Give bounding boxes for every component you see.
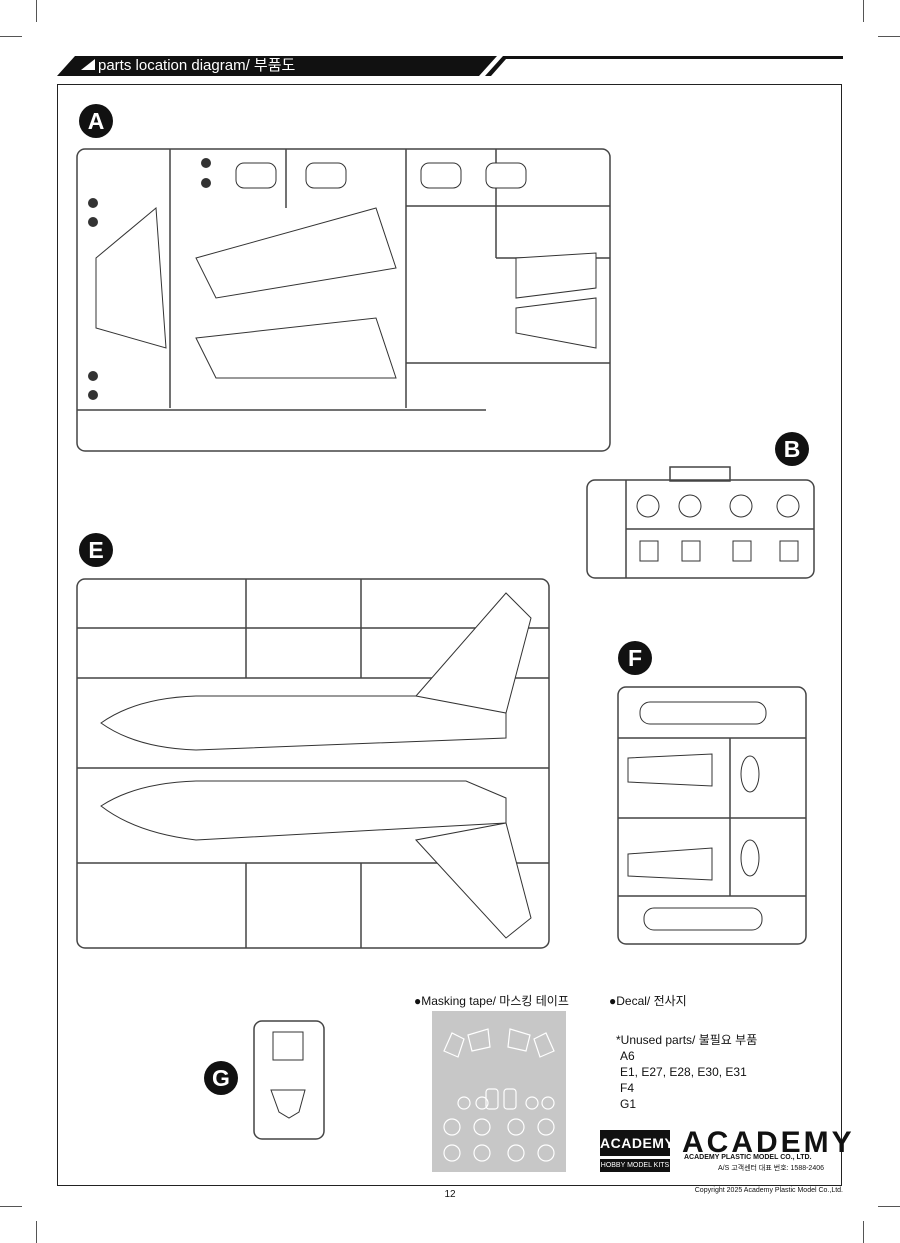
sprue-g-badge: G bbox=[204, 1061, 238, 1095]
unused-part-item: F4 bbox=[620, 1081, 635, 1095]
crop-mark bbox=[36, 1221, 37, 1243]
unused-parts-title: *Unused parts/ 불필요 부품 bbox=[616, 1033, 758, 1047]
unused-part-item: E1, E27, E28, E30, E31 bbox=[620, 1065, 747, 1079]
sprue-b-diagram bbox=[586, 466, 815, 579]
page-number: 12 bbox=[444, 1189, 456, 1200]
diagram-frame bbox=[57, 84, 842, 1186]
crop-mark bbox=[878, 36, 900, 37]
sprue-f-badge: F bbox=[618, 641, 652, 675]
sprue-e-badge: E bbox=[79, 533, 113, 567]
crop-mark bbox=[0, 36, 22, 37]
sprue-b-badge: B bbox=[775, 432, 809, 466]
decal-label: ●Decal/ 전사지 bbox=[609, 994, 687, 1008]
unused-part-item: A6 bbox=[620, 1049, 635, 1063]
copyright-notice: Copyright 2025 Academy Plastic Model Co.… bbox=[694, 1187, 843, 1194]
unused-parts-list: *Unused parts/ 불필요 부품 A6 E1, E27, E28, E… bbox=[616, 1032, 757, 1112]
header-bar bbox=[57, 56, 843, 76]
masking-tape-shapes bbox=[443, 1028, 555, 1162]
sprue-e-diagram bbox=[76, 578, 550, 949]
page-title: parts location diagram/ 부품도 bbox=[98, 57, 296, 74]
crop-mark bbox=[878, 1206, 900, 1207]
service-number: A/S 고객센터 대표 번호: 1588-2406 bbox=[718, 1165, 825, 1172]
sprue-f-diagram bbox=[617, 686, 807, 945]
academy-wordmark: ACADEMY bbox=[682, 1126, 855, 1159]
crop-mark bbox=[0, 1206, 22, 1207]
unused-part-item: G1 bbox=[620, 1097, 637, 1111]
company-name: ACADEMY PLASTIC MODEL CO., LTD. bbox=[684, 1154, 812, 1161]
academy-box-text: ACADEMY bbox=[600, 1130, 674, 1156]
crop-mark bbox=[863, 1221, 864, 1243]
sprue-g-diagram bbox=[253, 1020, 325, 1140]
academy-hobby-logo: ACADEMY HOBBY MODEL KITS bbox=[600, 1130, 674, 1172]
sprue-a-diagram bbox=[76, 148, 611, 452]
hobby-model-kits-text: HOBBY MODEL KITS bbox=[600, 1159, 670, 1172]
masking-tape-sheet bbox=[432, 1011, 566, 1172]
crop-mark bbox=[863, 0, 864, 22]
crop-mark bbox=[36, 0, 37, 22]
sprue-a-badge: A bbox=[79, 104, 113, 138]
masking-tape-label: ●Masking tape/ 마스킹 테이프 bbox=[414, 994, 569, 1008]
